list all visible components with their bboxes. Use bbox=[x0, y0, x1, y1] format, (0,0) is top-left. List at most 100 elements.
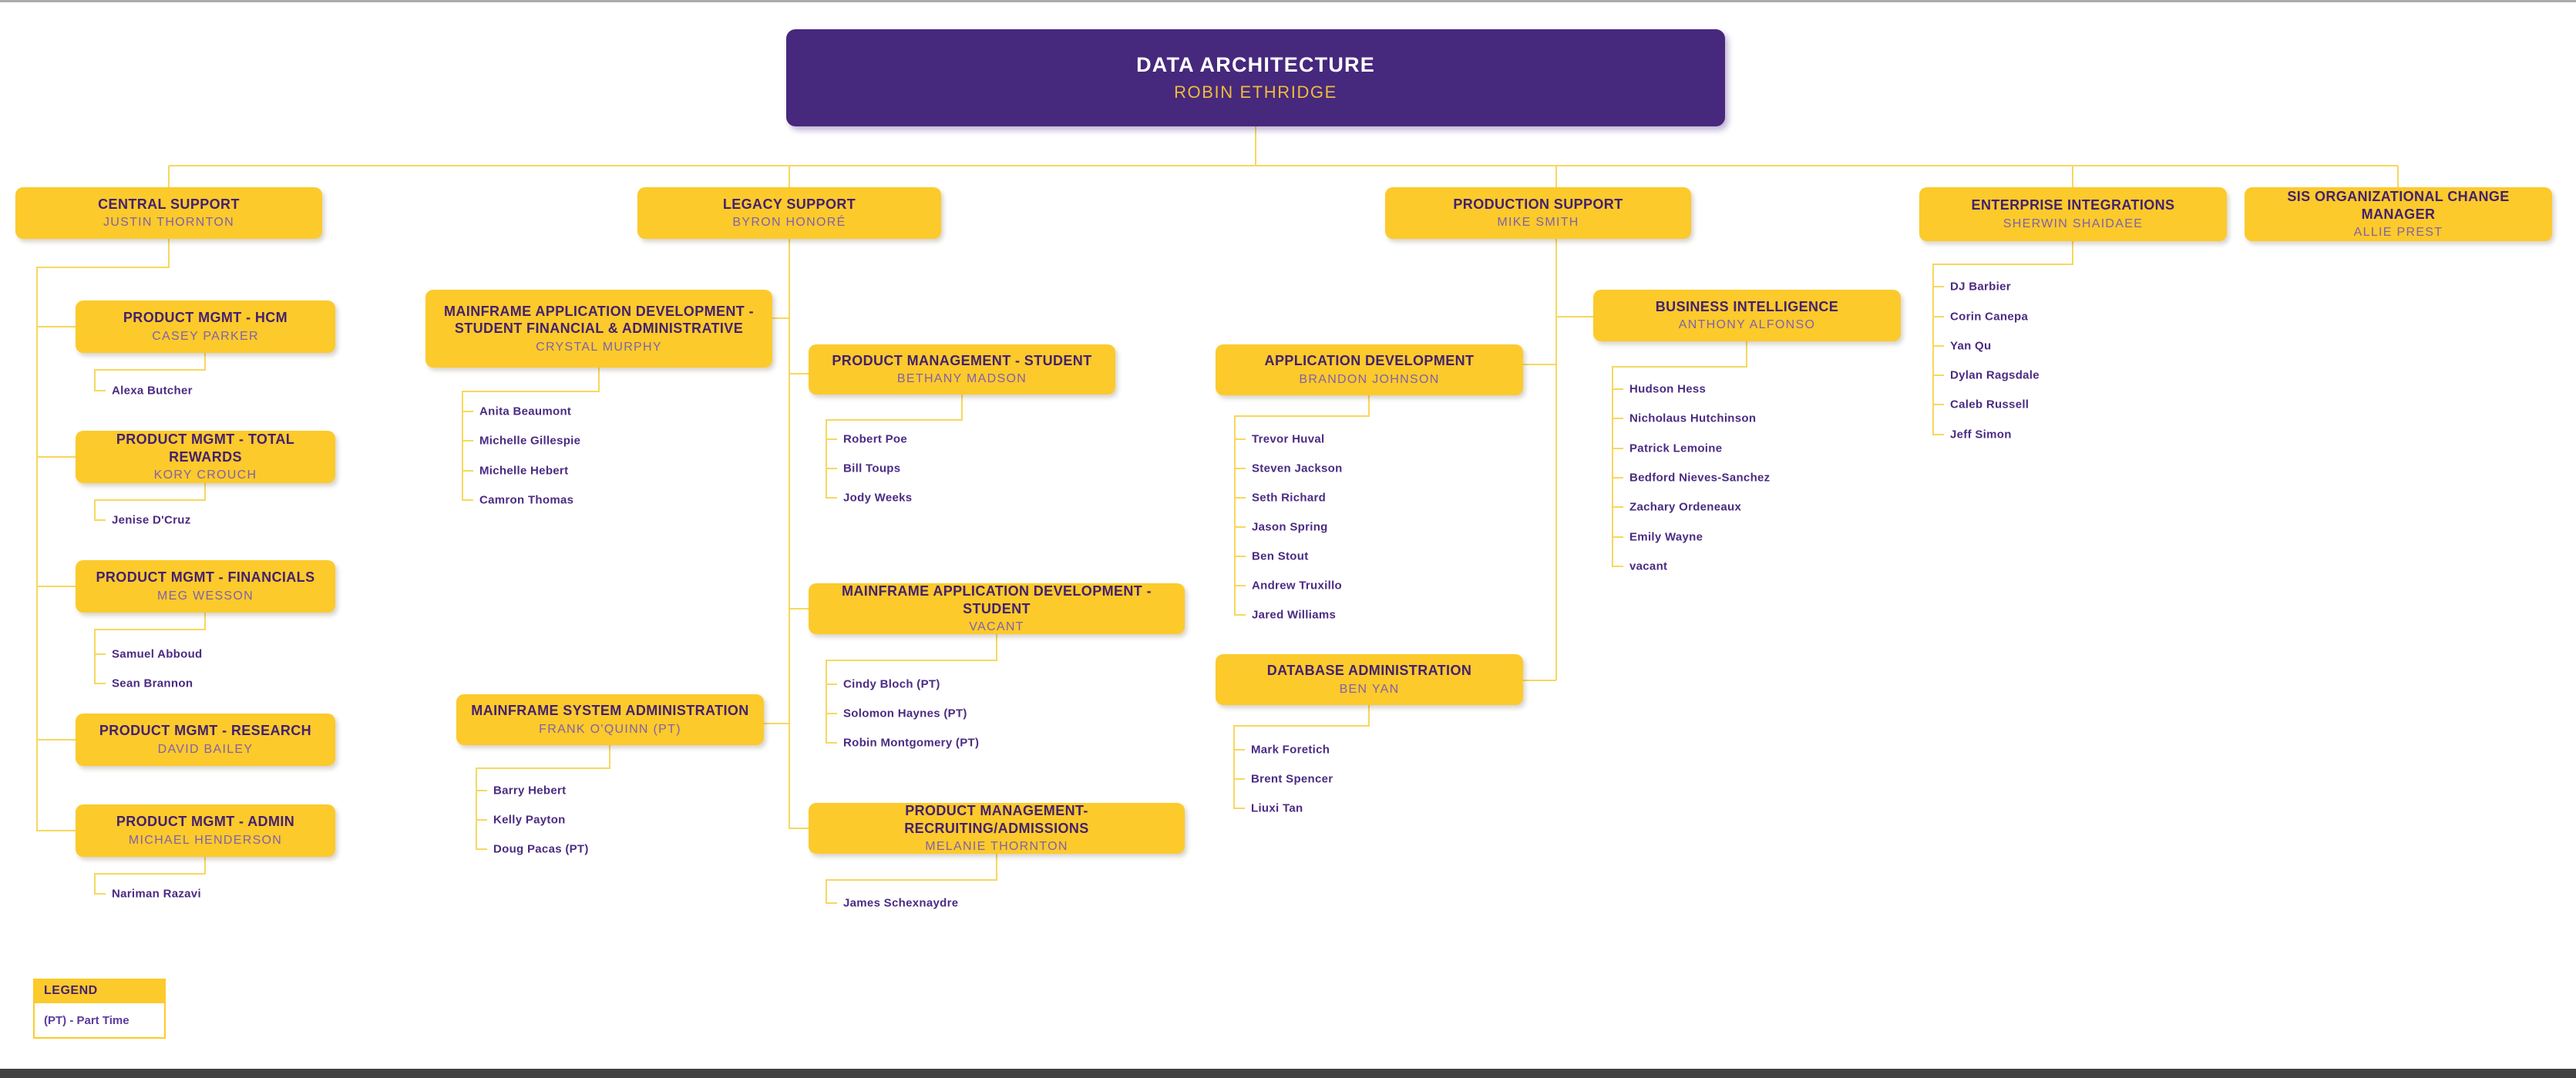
org-box-mainframe-app-dev-student-financial-administrative: MAINFRAME APPLICATION DEVELOPMENT - STUD… bbox=[425, 290, 772, 368]
org-box-production-support: PRODUCTION SUPPORT MIKE SMITH bbox=[1385, 187, 1691, 239]
member-name: Jeff Simon bbox=[1950, 428, 2012, 442]
team-title: PRODUCT MANAGEMENT - STUDENT bbox=[832, 352, 1092, 368]
team-title: PRODUCT MGMT - HCM bbox=[123, 310, 288, 326]
member-name: DJ Barbier bbox=[1950, 280, 2011, 294]
org-box-enterprise-integrations: ENTERPRISE INTEGRATIONS SHERWIN SHAIDAEE bbox=[1919, 187, 2227, 241]
org-box-product-mgmt-hcm: PRODUCT MGMT - HCM CASEY PARKER bbox=[76, 301, 335, 353]
team-title: PRODUCT MGMT - FINANCIALS bbox=[96, 569, 315, 586]
member-name: Jared Williams bbox=[1252, 608, 1337, 622]
connector-central-support bbox=[36, 239, 206, 895]
member-name: Anita Beaumont bbox=[479, 405, 572, 418]
member-name: Steven Jackson bbox=[1252, 462, 1343, 475]
leader-name: MEG WESSON bbox=[156, 589, 254, 603]
member-name: James Schexnaydre bbox=[843, 896, 959, 910]
team-title: APPLICATION DEVELOPMENT bbox=[1264, 353, 1475, 369]
department-title: LEGACY SUPPORT bbox=[722, 196, 856, 212]
screen-bottom-bar bbox=[0, 1069, 2576, 1078]
leader-name: CASEY PARKER bbox=[152, 329, 259, 343]
team-title: PRODUCT MANAGEMENT- RECRUITING/ADMISSION… bbox=[904, 803, 1089, 836]
leader-name: MIKE SMITH bbox=[1497, 216, 1579, 230]
screen-top-border bbox=[0, 0, 2576, 2]
leader-name: BYRON HONORÉ bbox=[732, 216, 846, 230]
leader-name: ANTHONY ALFONSO bbox=[1678, 318, 1816, 332]
org-box-product-mgmt-research: PRODUCT MGMT - RESEARCH DAVID BAILEY bbox=[76, 714, 335, 766]
member-name: Yan Qu bbox=[1950, 339, 1992, 353]
member-name: Seth Richard bbox=[1252, 491, 1327, 505]
leader-name: ALLIE PREST bbox=[2353, 226, 2443, 239]
member-name: Hudson Hess bbox=[1629, 382, 1707, 396]
team-title: BUSINESS INTELLIGENCE bbox=[1655, 298, 1839, 314]
member-name: Corin Canepa bbox=[1950, 310, 2029, 324]
member-name: Dylan Ragsdale bbox=[1950, 368, 2040, 382]
org-box-business-intelligence: BUSINESS INTELLIGENCE ANTHONY ALFONSO bbox=[1593, 290, 1901, 341]
org-box-product-mgmt-total-rewards: PRODUCT MGMT - TOTAL REWARDS KORY CROUCH bbox=[76, 431, 335, 483]
org-box-legacy-support: LEGACY SUPPORT BYRON HONORÉ bbox=[637, 187, 941, 239]
team-title: PRODUCT MGMT - RESEARCH bbox=[99, 723, 312, 739]
leader-name: MICHAEL HENDERSON bbox=[128, 833, 283, 847]
connector-top-level bbox=[168, 126, 2399, 187]
member-name: Nariman Razavi bbox=[112, 887, 201, 901]
member-name: Ben Stout bbox=[1252, 549, 1309, 563]
department-title: ENTERPRISE INTEGRATIONS bbox=[1971, 197, 2175, 213]
leader-name: JUSTIN THORNTON bbox=[103, 216, 235, 230]
member-name: Michelle Gillespie bbox=[479, 434, 581, 448]
team-title: MAINFRAME APPLICATION DEVELOPMENT - STUD… bbox=[842, 583, 1152, 616]
leader-name: ROBIN ETHRIDGE bbox=[1174, 82, 1337, 102]
member-name: Jenise D'Cruz bbox=[112, 513, 191, 527]
leader-name: BEN YAN bbox=[1339, 682, 1400, 696]
member-name: Alexa Butcher bbox=[112, 384, 193, 398]
connector-production-support bbox=[1233, 239, 1747, 809]
member-name: Caleb Russell bbox=[1950, 398, 2030, 411]
member-name: Brent Spencer bbox=[1251, 772, 1333, 786]
team-title: PRODUCT MGMT - TOTAL REWARDS bbox=[116, 432, 295, 465]
member-name: Patrick Lemoine bbox=[1629, 442, 1723, 455]
department-title: PRODUCTION SUPPORT bbox=[1453, 196, 1623, 212]
member-name: Liuxi Tan bbox=[1251, 801, 1303, 815]
member-name: Barry Hebert bbox=[493, 784, 567, 798]
team-title: MAINFRAME APPLICATION DEVELOPMENT - STUD… bbox=[444, 303, 754, 337]
member-name: Mark Foretich bbox=[1251, 743, 1330, 757]
org-box-mainframe-app-dev-student: MAINFRAME APPLICATION DEVELOPMENT - STUD… bbox=[809, 583, 1185, 634]
org-box-application-development: APPLICATION DEVELOPMENT BRANDON JOHNSON bbox=[1216, 344, 1523, 395]
legend-entry-part-time: (PT) - Part Time bbox=[33, 1003, 166, 1039]
leader-name: CRYSTAL MURPHY bbox=[536, 340, 662, 354]
org-box-product-management-recruiting-admissions: PRODUCT MANAGEMENT- RECRUITING/ADMISSION… bbox=[809, 803, 1185, 854]
leader-name: MELANIE THORNTON bbox=[925, 840, 1068, 853]
member-name: Kelly Payton bbox=[493, 813, 566, 827]
team-title: PRODUCT MGMT - ADMIN bbox=[116, 814, 295, 830]
org-box-product-mgmt-financials: PRODUCT MGMT - FINANCIALS MEG WESSON bbox=[76, 560, 335, 613]
leader-name: SHERWIN SHAIDAEE bbox=[2003, 217, 2144, 230]
connector-enterprise-integrations bbox=[1932, 241, 2073, 435]
department-title: CENTRAL SUPPORT bbox=[98, 196, 240, 212]
leader-name: BRANDON JOHNSON bbox=[1299, 372, 1440, 386]
member-name: Michelle Hebert bbox=[479, 464, 569, 478]
org-box-central-support: CENTRAL SUPPORT JUSTIN THORNTON bbox=[15, 187, 322, 239]
org-box-sis-organizational-change-manager: SIS ORGANIZATIONAL CHANGE MANAGER ALLIE … bbox=[2245, 187, 2552, 241]
leader-name: FRANK O'QUINN (PT) bbox=[539, 722, 681, 736]
member-name: Zachary Ordeneaux bbox=[1629, 500, 1742, 514]
member-name: Trevor Huval bbox=[1252, 432, 1325, 446]
team-title: DATABASE ADMINISTRATION bbox=[1266, 663, 1472, 679]
department-title: DATA ARCHITECTURE bbox=[1136, 53, 1375, 76]
org-box-data-architecture: DATA ARCHITECTURE ROBIN ETHRIDGE bbox=[786, 29, 1725, 126]
member-name: Andrew Truxillo bbox=[1252, 579, 1343, 593]
org-box-product-management-student: PRODUCT MANAGEMENT - STUDENT BETHANY MAD… bbox=[809, 344, 1115, 395]
org-box-mainframe-system-administration: MAINFRAME SYSTEM ADMINISTRATION FRANK O'… bbox=[456, 694, 764, 745]
leader-name: KORY CROUCH bbox=[153, 468, 257, 482]
legend-header: LEGEND bbox=[33, 979, 166, 1003]
leader-name: DAVID BAILEY bbox=[157, 742, 254, 756]
member-name: Jason Spring bbox=[1252, 520, 1328, 534]
leader-name: BETHANY MADSON bbox=[896, 372, 1027, 386]
member-name: Robert Poe bbox=[843, 432, 908, 446]
connector-legacy-support bbox=[462, 239, 997, 904]
member-name: Bill Toups bbox=[843, 462, 901, 475]
department-title: SIS ORGANIZATIONAL CHANGE MANAGER bbox=[2287, 189, 2510, 222]
member-name: Solomon Haynes (PT) bbox=[843, 707, 967, 720]
leader-name: VACANT bbox=[969, 620, 1024, 633]
member-name: Camron Thomas bbox=[479, 493, 574, 507]
member-name: Sean Brannon bbox=[112, 677, 193, 690]
member-name: Cindy Bloch (PT) bbox=[843, 677, 940, 691]
member-name: Doug Pacas (PT) bbox=[493, 842, 589, 856]
